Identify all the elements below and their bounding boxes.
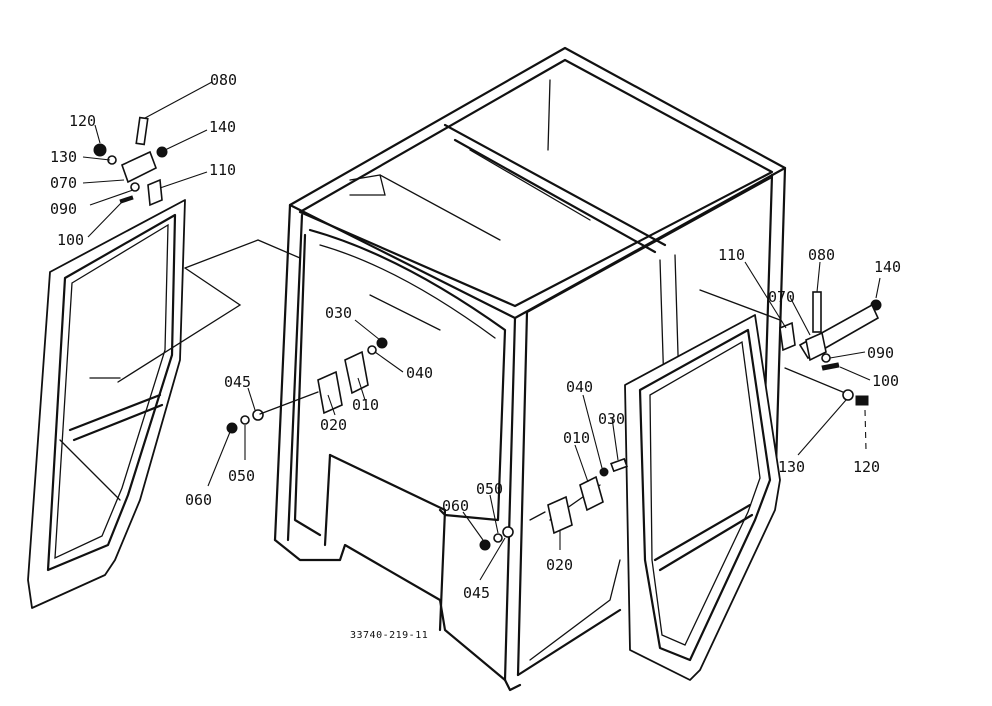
bracket-110-right xyxy=(779,321,796,352)
bolt-030-left xyxy=(376,337,388,349)
pin-100-left xyxy=(119,195,134,204)
hinge-pin-080-left xyxy=(135,116,149,146)
bracket-110-left xyxy=(147,178,163,207)
callout-030-left: 030 xyxy=(325,304,352,322)
washer-040-right xyxy=(599,467,609,477)
callout-130-right: 130 xyxy=(778,458,805,476)
plate-020-left xyxy=(317,370,343,415)
callout-110-right: 110 xyxy=(718,246,745,264)
callout-080-left: 080 xyxy=(210,71,237,89)
callout-045-left: 045 xyxy=(224,373,251,391)
callout-120-right: 120 xyxy=(853,458,880,476)
callout-110-left: 110 xyxy=(209,161,236,179)
callout-140-right: 140 xyxy=(874,258,901,276)
left-hinge-assembly xyxy=(93,116,168,207)
bushing-090-left xyxy=(130,182,140,192)
callout-020-left: 020 xyxy=(320,416,347,434)
left-door xyxy=(27,199,186,609)
spacer-045-left xyxy=(252,409,264,421)
callout-010-right: 010 xyxy=(563,429,590,447)
callout-040-right: 040 xyxy=(566,378,593,396)
bolt-120-left xyxy=(93,143,107,157)
hinge-block-070-right xyxy=(805,331,827,362)
callout-040-left: 040 xyxy=(406,364,433,382)
callout-045-right: 045 xyxy=(463,584,490,602)
striker-010-left xyxy=(344,350,369,395)
callout-050-right: 050 xyxy=(476,480,503,498)
callout-030-right: 030 xyxy=(598,410,625,428)
washer-040-left xyxy=(367,345,377,355)
pin-100-right xyxy=(821,362,840,371)
callout-080-right: 080 xyxy=(808,246,835,264)
right-door xyxy=(624,314,781,681)
washer-050-right xyxy=(493,533,503,543)
callout-130-left: 130 xyxy=(50,148,77,166)
washer-130-right xyxy=(842,389,854,401)
callout-020-right: 020 xyxy=(546,556,573,574)
callout-090-right: 090 xyxy=(867,344,894,362)
callout-120-left: 120 xyxy=(69,112,96,130)
callout-050-left: 050 xyxy=(228,467,255,485)
bushing-090-right xyxy=(821,353,831,363)
nut-140-left xyxy=(156,146,168,158)
right-hinge-assembly xyxy=(779,291,882,451)
right-latch-assembly xyxy=(479,457,628,551)
hinge-pin-080-right xyxy=(812,291,822,333)
washer-050-left xyxy=(240,415,250,425)
spacer-045-right xyxy=(502,526,514,538)
nut-060-left xyxy=(226,422,238,434)
leader-lines xyxy=(82,81,881,581)
callout-100-left: 100 xyxy=(57,231,84,249)
nut-060-right xyxy=(479,539,491,551)
left-latch-assembly xyxy=(226,337,388,434)
cabin-frame xyxy=(273,46,787,692)
callout-140-left: 140 xyxy=(209,118,236,136)
bolt-030-right xyxy=(610,457,628,473)
callout-060-right: 060 xyxy=(442,497,469,515)
bolt-120-right xyxy=(855,395,869,406)
drawing-reference-number: 33740-219-11 xyxy=(350,630,428,641)
callout-060-left: 060 xyxy=(185,491,212,509)
hinge-plate-070-left xyxy=(121,150,158,184)
callout-070-left: 070 xyxy=(50,174,77,192)
callout-090-left: 090 xyxy=(50,200,77,218)
plate-020-right xyxy=(547,495,573,535)
striker-010-right xyxy=(579,475,604,512)
callout-010-left: 010 xyxy=(352,396,379,414)
callout-100-right: 100 xyxy=(872,372,899,390)
callout-070-right: 070 xyxy=(768,288,795,306)
